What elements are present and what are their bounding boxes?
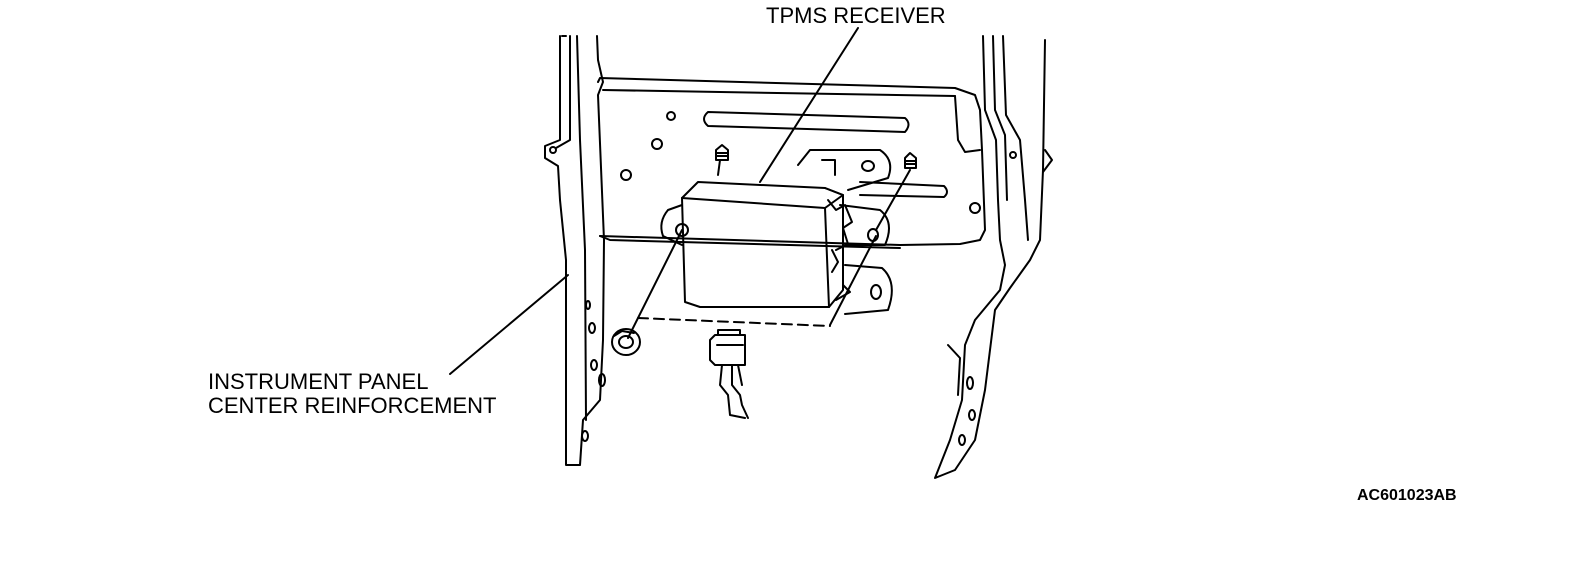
reinforcement-label-line1: INSTRUMENT PANEL [208, 369, 429, 394]
harness-connector [710, 330, 748, 418]
assembly-lines [628, 170, 910, 338]
instrument-panel-center-reinforcement-label: INSTRUMENT PANEL CENTER REINFORCEMENT [208, 370, 496, 418]
tpms-receiver-label: TPMS RECEIVER [766, 3, 946, 28]
leader-line-tpms-receiver [760, 28, 858, 182]
right-reinforcement-bracket [935, 36, 1052, 478]
leader-line-reinforcement [450, 275, 568, 374]
center-mounting-plate [598, 78, 985, 314]
tpms-receiver-unit [661, 182, 852, 307]
left-reinforcement-bracket [545, 36, 605, 465]
stud-bolt-right [905, 153, 916, 168]
figure-code: AC601023AB [1357, 487, 1457, 504]
stud-bolt-left [716, 145, 728, 175]
reinforcement-label-line2: CENTER REINFORCEMENT [208, 393, 497, 418]
nut [612, 329, 640, 355]
